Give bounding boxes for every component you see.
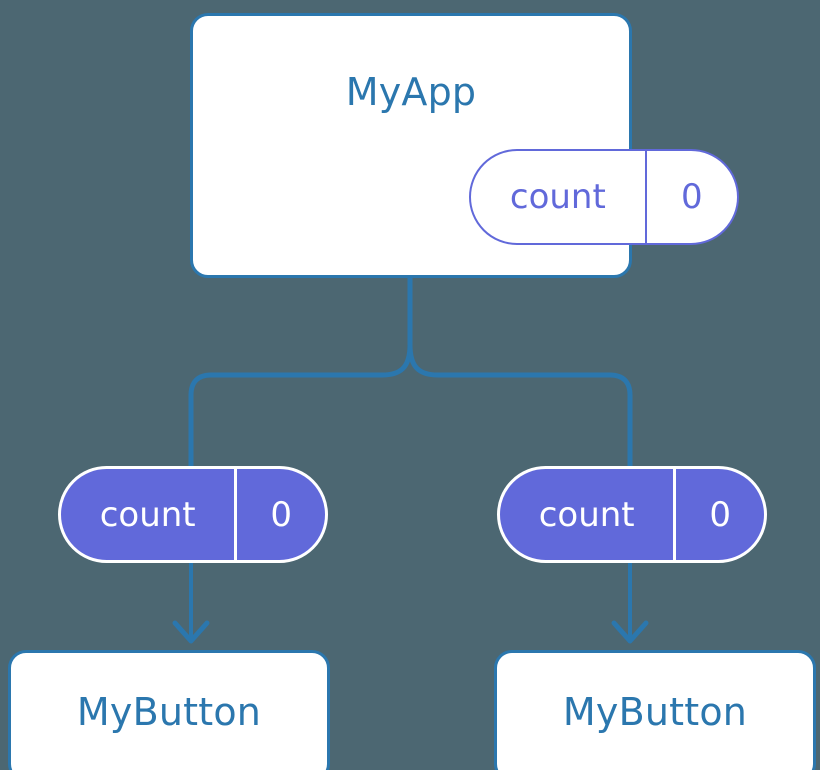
component-card-mybutton-right[interactable]: MyButton (494, 650, 816, 770)
state-value-branch-left: 0 (234, 469, 325, 560)
component-name-mybutton-right: MyButton (562, 690, 748, 734)
state-pill-branch-left[interactable]: count 0 (58, 466, 328, 563)
component-name-myapp: MyApp (345, 70, 477, 114)
state-pill-root[interactable]: count 0 (469, 149, 739, 245)
component-name-mybutton-left: MyButton (76, 690, 262, 734)
component-card-myapp[interactable]: MyApp count 0 (190, 13, 739, 278)
branch-line-right (407, 344, 633, 466)
state-key-root: count (509, 177, 606, 217)
state-key-branch-left: count (99, 494, 196, 535)
arrow-head-left (172, 620, 210, 644)
state-pill-branch-right[interactable]: count 0 (497, 466, 767, 563)
state-key-branch-right: count (538, 494, 635, 535)
branch-line-left (188, 344, 413, 466)
component-card-mybutton-left[interactable]: MyButton (8, 650, 330, 770)
state-value-root: 0 (644, 151, 737, 243)
state-value-branch-right: 0 (673, 469, 764, 560)
arrow-head-right (611, 620, 649, 644)
